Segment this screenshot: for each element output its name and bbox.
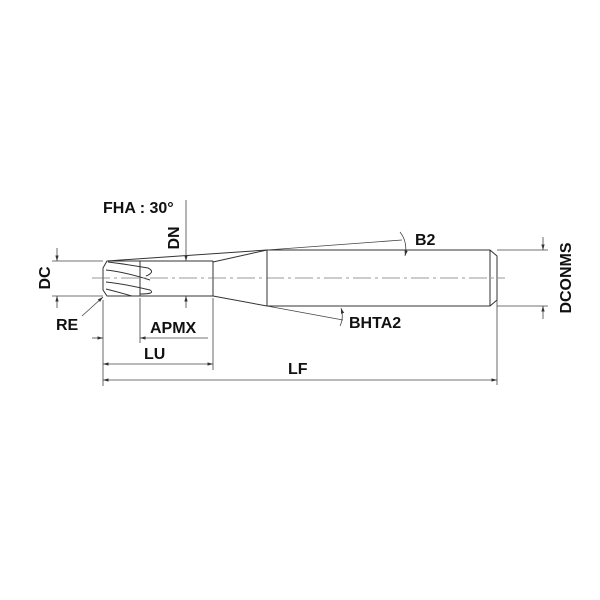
bhta2-label: BHTA2: [349, 315, 401, 332]
taper-bottom: [212, 295, 268, 307]
lf-label: LF: [288, 361, 308, 378]
b2-extension: [266, 239, 403, 251]
lf-dimension: LF: [103, 300, 498, 385]
apmx-dimension: APMX: [92, 298, 208, 386]
dc-label: DC: [37, 266, 54, 290]
re-label: RE: [56, 317, 79, 334]
b2-label: B2: [415, 232, 436, 249]
cutting-head: [102, 260, 141, 297]
fha-label: FHA : 30°: [103, 200, 174, 217]
bhta2-extension: [266, 305, 344, 321]
lu-dimension: LU: [103, 298, 214, 370]
bhta2-angle: BHTA2: [339, 307, 401, 332]
lu-label: LU: [144, 346, 165, 363]
dn-label: DN: [166, 226, 183, 249]
apmx-label: APMX: [150, 320, 197, 337]
b2-angle: B2: [399, 231, 436, 257]
flutes: [105, 261, 153, 297]
re-leader: [81, 296, 104, 317]
dc-dimension: DC: [37, 248, 103, 308]
dconms-dimension: DCONMS: [497, 237, 575, 319]
dconms-label: DCONMS: [558, 242, 575, 313]
taper-top: [212, 249, 268, 263]
dn-dimension: DN: [166, 200, 188, 308]
tool-outline: [102, 239, 498, 321]
